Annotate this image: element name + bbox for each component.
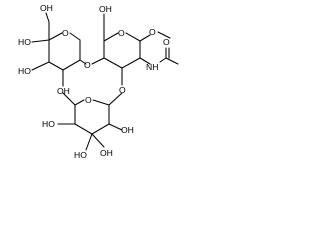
hydroxyl-label: OH (57, 86, 70, 96)
fucose-ring (57, 92, 123, 151)
bond (108, 123, 123, 131)
bond (79, 59, 87, 65)
bond (31, 39, 50, 43)
carbonyl-oxygen-label: O (163, 37, 170, 47)
bond (92, 99, 110, 106)
methoxy-oxygen-label: O (149, 27, 156, 37)
bond (159, 57, 167, 63)
glcnac-ring (91, 13, 179, 86)
bond (103, 57, 123, 69)
galactose-ring (31, 12, 87, 87)
bond (69, 32, 81, 41)
structural-formula: O O OH NH O O O O OH HO HO OH O HO HO OH… (0, 0, 188, 178)
bond (139, 34, 151, 42)
glycosidic-oxygen-label: O (84, 60, 91, 70)
bond (31, 61, 50, 71)
ring-oxygen-label: O (62, 28, 69, 38)
bond (121, 57, 141, 69)
bond (62, 59, 81, 71)
bond (139, 57, 151, 65)
glycosidic-oxygen-label: O (119, 85, 126, 95)
bond (91, 57, 105, 65)
hydroxyl-label: HO (18, 66, 31, 76)
bond (48, 32, 63, 41)
bond (74, 123, 93, 135)
bond (103, 32, 119, 42)
molecule-svg: O O OH NH O O O O OH HO HO OH O HO HO OH… (18, 3, 179, 160)
hydroxyl-label: HO (42, 119, 55, 129)
hydroxyl-label: OH (121, 125, 134, 135)
ring-oxygen-label: O (85, 95, 92, 105)
bond (91, 133, 105, 148)
hydroxyl-label: OH (40, 3, 53, 13)
bond (74, 99, 85, 106)
bond (91, 123, 110, 135)
bond (85, 133, 93, 151)
bond (108, 92, 123, 106)
bond (165, 57, 179, 65)
fucose-methyl (62, 92, 67, 97)
ring-oxygen-label: O (118, 28, 125, 38)
bond (45, 12, 50, 23)
bond (48, 61, 64, 71)
hydroxyl-label: HO (74, 150, 87, 160)
bond (65, 95, 76, 106)
bond (62, 92, 67, 97)
hydroxyl-label: OH (100, 148, 113, 158)
bond (157, 31, 171, 39)
hydroxyl-label: HO (18, 37, 31, 47)
bond (125, 32, 141, 42)
atom-labels: O O OH NH O O O O OH HO HO OH O HO HO OH… (18, 3, 170, 160)
hydroxyl-label: OH (99, 4, 112, 14)
amide-nitrogen-label: NH (146, 62, 158, 72)
